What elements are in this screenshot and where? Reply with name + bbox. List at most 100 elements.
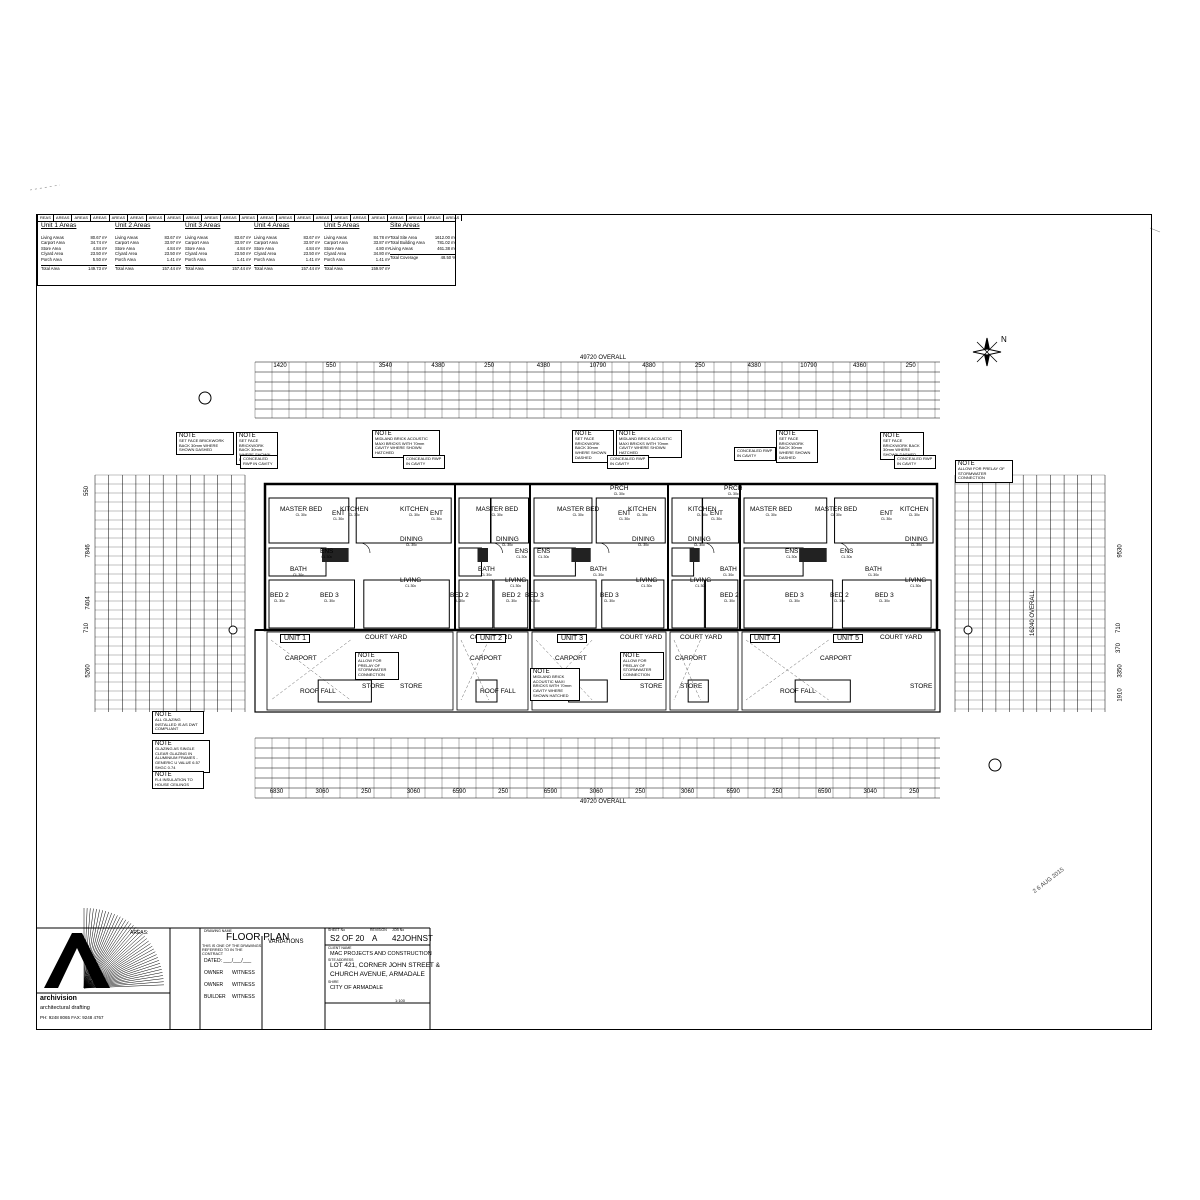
job-no: 42JOHNST <box>392 934 433 943</box>
room-roof_fall: ROOF FALL <box>780 688 816 695</box>
areas-tab: AREAS <box>221 215 240 221</box>
dimension-label: 370 <box>1116 642 1123 654</box>
areas-tab: REAS <box>38 215 54 221</box>
dimension-label: 710 <box>84 622 91 634</box>
dimension-label: 6590 <box>543 789 558 795</box>
areas-tab: AREAS <box>332 215 351 221</box>
concealed-rwp-4: CONCEALED RWP IN CAVITY <box>734 447 776 461</box>
dimension-label: 3540 <box>378 363 393 369</box>
dimension-label: 250 <box>772 789 783 795</box>
areas-tab: AREAS <box>91 215 110 221</box>
dimension-label: 250 <box>909 789 920 795</box>
areas-tab: AREAS <box>277 215 296 221</box>
site-address-1: LOT 421, CORNER JOHN STREET & <box>330 962 440 969</box>
concealed-rwp-1: CONCEALED RWP IN CAVITY <box>240 455 278 469</box>
dimension-label: 4380 <box>536 363 551 369</box>
witness-2: WITNESS <box>232 982 255 988</box>
areas-tab: AREAS <box>314 215 333 221</box>
areas-tab: AREAS <box>258 215 277 221</box>
owner-2: OWNER <box>204 982 224 988</box>
room-store: STORE <box>910 683 933 690</box>
dimension-label: 250 <box>635 789 646 795</box>
dimension-label: 4380 <box>431 363 445 369</box>
areas-tab: AREAS <box>147 215 166 221</box>
dimension-label: 5260 <box>85 664 92 678</box>
room-court: COURT YARD <box>365 634 408 641</box>
dimension-label: 9530 <box>1117 544 1124 558</box>
room-court: COURT YARD <box>620 634 663 641</box>
dimension-label: 6830 <box>269 789 284 795</box>
dimension-label: 6590 <box>817 789 832 795</box>
areas-tab: AREAS <box>444 215 463 221</box>
variations-heading: VARIATIONS <box>268 939 304 945</box>
areas-tab: AREAS <box>184 215 203 221</box>
dimension-label: 6590 <box>452 789 466 795</box>
unit-1-label: UNIT 1 <box>280 634 311 643</box>
dimension-label: 7846 <box>85 544 92 558</box>
shire: CITY OF ARMADALE <box>330 985 384 991</box>
room-court: COURT YARD <box>880 634 923 641</box>
witness-3: WITNESS <box>232 994 255 1000</box>
room-carport: CARPORT <box>285 655 317 662</box>
dimension-label: 250 <box>361 789 372 795</box>
room-carport: CARPORT <box>820 655 852 662</box>
site-address-2: CHURCH AVENUE, ARMADALE <box>330 971 425 978</box>
areas-label: AREAS: <box>130 930 149 936</box>
archivision-logo <box>44 908 164 989</box>
areas-tab: AREAS <box>54 215 73 221</box>
revision: A <box>372 934 378 943</box>
dimension-label: 710 <box>1116 622 1123 634</box>
dimension-label: 6590 <box>726 789 740 795</box>
builder: BUILDER <box>204 994 226 1000</box>
areas-tab: AREAS <box>202 215 221 221</box>
drawing-border <box>36 214 1152 1030</box>
dimension-label: 250 <box>905 363 916 369</box>
room-court: COURT YARD <box>680 634 723 641</box>
areas-tab: AREAS <box>72 215 92 221</box>
dimension-label: 3060 <box>589 789 603 795</box>
areas-tab: AREAS <box>388 215 407 221</box>
dimension-label: 4380 <box>747 363 761 369</box>
overall-dim-right: 16240 OVERALL <box>1030 589 1037 637</box>
owner-1: OWNER <box>204 970 224 976</box>
areas-tab: AREAS <box>110 215 129 221</box>
room-store: STORE <box>680 683 703 690</box>
overall-dim-top: 49720 OVERALL <box>580 355 627 361</box>
dimension-label: 3060 <box>406 789 421 795</box>
unit-4-label: UNIT 4 <box>750 634 781 643</box>
room-carport: CARPORT <box>555 655 587 662</box>
room-store: STORE <box>400 683 423 690</box>
shire-label: SHIRE <box>328 980 339 984</box>
